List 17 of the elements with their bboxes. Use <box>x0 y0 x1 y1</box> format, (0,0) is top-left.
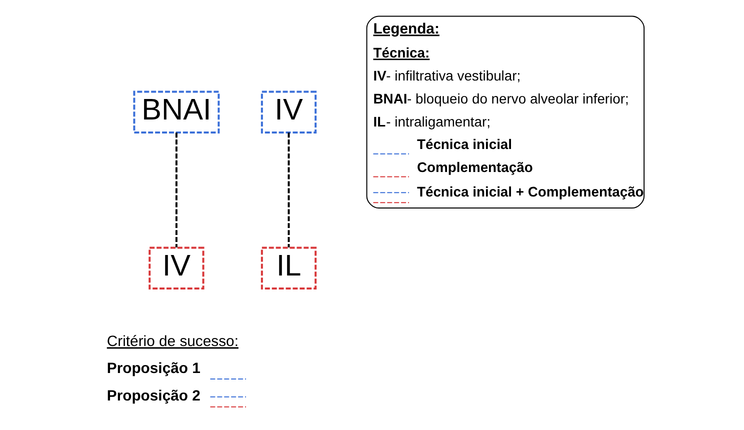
node-box: IV <box>148 246 204 290</box>
legend-label: Técnica inicial + Complementação <box>416 183 644 200</box>
legend-label: Proposição 2 <box>106 388 200 404</box>
node-box: BNAI <box>133 90 220 134</box>
node-box: IL <box>260 246 317 290</box>
label: Legenda: <box>373 22 440 38</box>
node-box: IV <box>260 90 317 134</box>
label: Técnica: <box>373 44 430 61</box>
connector <box>175 132 178 248</box>
label: Critério de sucesso: <box>106 334 238 350</box>
label: IV- infiltrativa vestibular; <box>373 68 521 84</box>
label: IL- intraligamentar; <box>373 113 491 130</box>
connector <box>288 132 290 248</box>
legend-label: Proposição 1 <box>106 361 200 378</box>
legend-label: Técnica inicial <box>416 136 512 152</box>
legend-label: Complementação <box>416 158 533 175</box>
label: BNAI- bloqueio do nervo alveolar inferior; <box>373 90 629 106</box>
